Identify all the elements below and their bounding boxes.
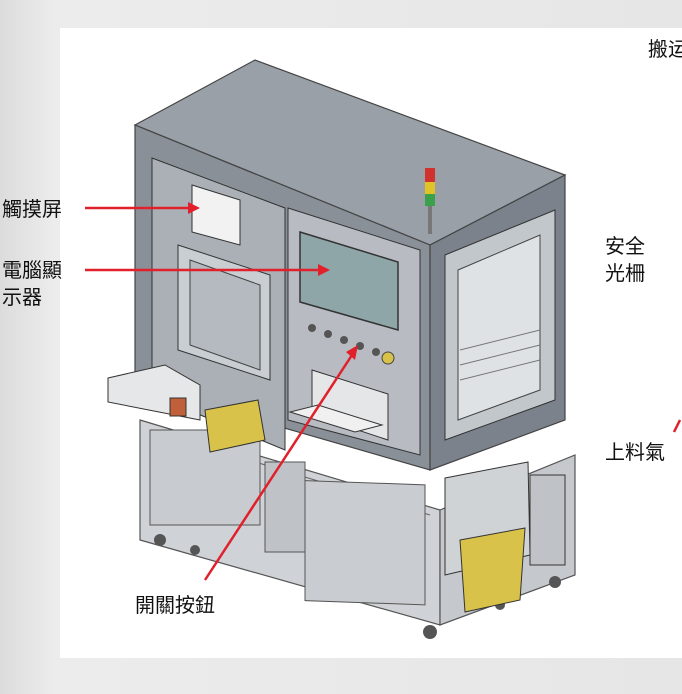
arrow-monitor	[85, 264, 330, 276]
arrow-touch-screen	[85, 202, 200, 214]
arrow-loading	[672, 419, 682, 433]
right-loader	[444, 461, 566, 613]
button-row	[308, 324, 395, 365]
arrow-switch-button	[203, 345, 358, 581]
label-safety-line2: 光柵	[605, 261, 645, 285]
signal-tower	[425, 168, 435, 234]
callout-arrows	[85, 202, 682, 581]
label-monitor-line1: 電腦顯	[2, 258, 62, 282]
label-switch-button: 開關按鈕	[135, 593, 215, 617]
label-monitor-line2: 示器	[2, 285, 42, 309]
label-top-right: 搬运	[648, 37, 682, 61]
label-loading: 上料氣	[605, 440, 665, 464]
left-conveyor	[107, 364, 266, 453]
label-safety-line1: 安全	[605, 234, 645, 258]
monitor-screen	[299, 230, 399, 331]
touch-screen	[191, 184, 241, 246]
label-touch-screen: 觸摸屏	[2, 197, 62, 221]
